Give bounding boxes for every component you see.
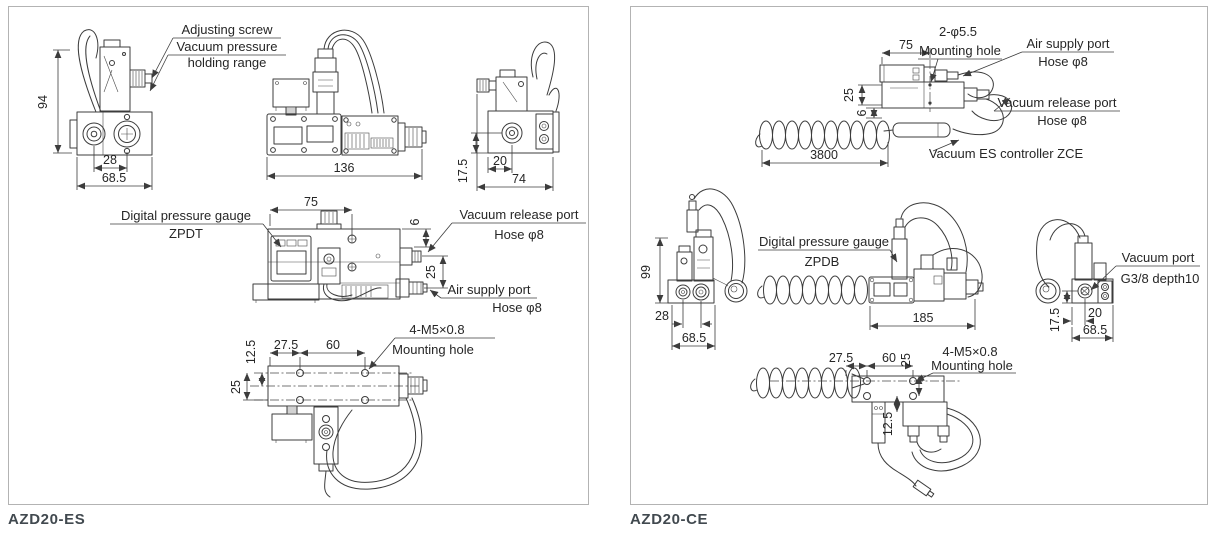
ce-air-supply-label-1: Air supply port	[1026, 36, 1109, 51]
dim-74: 74	[512, 172, 526, 186]
ce-bottom-view-dimensions: 27.5 60 25 12.5	[829, 351, 923, 436]
ce-controller-callout: Vacuum ES controller ZCE	[929, 139, 1084, 161]
es-bottom-view-dimensions: 27.5 60 12.5 25	[229, 338, 366, 401]
ce-end-view-left-dimensions: 99 28 68.5	[639, 237, 716, 350]
dim-68-5-ce: 68.5	[682, 331, 706, 345]
es-end-view-dimensions: 17.5 20 74	[456, 94, 554, 191]
vacuum-release-label-1: Vacuum release port	[460, 207, 579, 222]
dim-12-5-ce: 12.5	[881, 412, 895, 436]
panel-azd20-ce: 75 25 6 3800 2-φ5.5 Mounting hole Air su…	[630, 6, 1208, 505]
vacuum-port-label-1: Vacuum port	[1122, 250, 1195, 265]
gauge-label-zpdt-1: Digital pressure gauge	[121, 208, 251, 223]
ce-end-view-right	[1035, 219, 1114, 304]
es-vacuum-release-callout: Vacuum release port Hose φ8	[427, 207, 586, 253]
model-caption-ce: AZD20-CE	[630, 511, 709, 528]
dim-17-5-ce: 17.5	[1048, 308, 1062, 332]
dim-27-5-ce: 27.5	[829, 351, 853, 365]
dim-25-mount: 25	[229, 380, 243, 394]
dim-185: 185	[913, 311, 934, 325]
es-adjusting-screw-callout: Adjusting screw Vacuum pressure holding …	[149, 22, 286, 92]
dim-28-ce: 28	[655, 309, 669, 323]
dim-12-5: 12.5	[244, 340, 258, 364]
dim-60: 60	[326, 338, 340, 352]
dim-20-ce: 20	[1088, 306, 1102, 320]
es-side-view	[69, 29, 153, 156]
ce-mounting-label-2: Mounting hole	[931, 358, 1013, 373]
ce-front-view	[757, 202, 984, 305]
dim-25: 25	[424, 265, 438, 279]
holding-range-label-2: holding range	[188, 55, 267, 70]
es-air-supply-callout: Air supply port Hose φ8	[429, 282, 542, 315]
es-front-view-dimensions: 136	[266, 149, 423, 180]
dim-28: 28	[103, 153, 117, 167]
dim-136: 136	[334, 161, 355, 175]
ce-gauge-callout: Digital pressure gauge ZPDB	[758, 234, 898, 269]
gauge-label-zpdt-2: ZPDT	[169, 226, 203, 241]
gauge-label-zpdb-2: ZPDB	[805, 254, 840, 269]
es-mounting-hole-callout: 4-M5×0.8 Mounting hole	[368, 322, 495, 370]
es-end-view	[476, 41, 560, 154]
ce-end-view-right-dimensions: 17.5 20 68.5	[1048, 290, 1114, 342]
ce-mounting-label-1: 4-M5×0.8	[942, 344, 997, 359]
panel-azd20-es: 94 28 68.5 Adjusting screw Vacuum pressu…	[8, 6, 589, 505]
gauge-label-zpdb-1: Digital pressure gauge	[759, 234, 889, 249]
model-caption-es: AZD20-ES	[8, 511, 86, 528]
es-side-view-dimensions: 94 28 68.5	[36, 49, 153, 190]
air-supply-label-1: Air supply port	[447, 282, 530, 297]
ce-vacuum-release-label-1: Vacuum release port	[998, 95, 1117, 110]
mounting-label-1: 4-M5×0.8	[409, 322, 464, 337]
vacuum-release-label-2: Hose φ8	[494, 227, 544, 242]
ce-bottom-view	[750, 367, 981, 498]
drawing-azd20-es: 94 28 68.5 Adjusting screw Vacuum pressu…	[36, 22, 586, 498]
dim-6: 6	[408, 218, 422, 225]
dim-75-ce: 75	[899, 38, 913, 52]
dim-6-ce: 6	[855, 109, 869, 116]
dim-99: 99	[639, 265, 653, 279]
air-supply-label-2: Hose φ8	[492, 300, 542, 315]
es-bottom-view	[250, 365, 428, 498]
dim-75: 75	[304, 195, 318, 209]
ce-mounting-hole-callout-top: 2-φ5.5 Mounting hole	[918, 24, 1002, 83]
ce-vacuum-release-callout: Vacuum release port Hose φ8	[993, 95, 1120, 128]
dim-68-5-ce-b: 68.5	[1083, 323, 1107, 337]
ce-end-view-left	[667, 188, 748, 304]
mounting-label-2: Mounting hole	[392, 342, 474, 357]
vacuum-port-label-2: G3/8 depth10	[1121, 271, 1200, 286]
es-middle-view	[252, 210, 428, 303]
dim-17-5: 17.5	[456, 159, 470, 183]
ce-vacuum-port-callout: Vacuum port G3/8 depth10	[1090, 250, 1200, 291]
ce-mounting-hole-callout-bottom: 4-M5×0.8 Mounting hole	[915, 344, 1016, 382]
controller-label: Vacuum ES controller ZCE	[929, 146, 1084, 161]
dim-94: 94	[36, 95, 50, 109]
dim-68-5: 68.5	[102, 171, 126, 185]
es-gauge-callout: Digital pressure gauge ZPDT	[110, 208, 282, 248]
adjusting-screw-label: Adjusting screw	[181, 22, 273, 37]
mounting2-label-1: 2-φ5.5	[939, 24, 977, 39]
dim-25-ce-b: 25	[899, 353, 913, 367]
es-middle-view-dimensions: 75 6 25	[269, 195, 448, 289]
es-front-view	[266, 29, 427, 156]
ce-air-supply-label-2: Hose φ8	[1038, 54, 1088, 69]
ce-vacuum-release-label-2: Hose φ8	[1037, 113, 1087, 128]
dim-20: 20	[493, 154, 507, 168]
dim-60-ce: 60	[882, 351, 896, 365]
dim-3800: 3800	[810, 148, 838, 162]
dim-27-5: 27.5	[274, 338, 298, 352]
ce-air-supply-callout: Air supply port Hose φ8	[962, 36, 1114, 77]
holding-range-label-1: Vacuum pressure	[177, 39, 278, 54]
ce-top-view-dimensions: 75 25 6 3800	[761, 38, 931, 167]
drawing-azd20-ce: 75 25 6 3800 2-φ5.5 Mounting hole Air su…	[639, 24, 1200, 498]
dim-25-ce: 25	[842, 88, 856, 102]
ce-front-view-dimensions: 185	[869, 299, 976, 330]
mounting2-label-2: Mounting hole	[919, 43, 1001, 58]
ce-top-view	[755, 60, 1012, 150]
